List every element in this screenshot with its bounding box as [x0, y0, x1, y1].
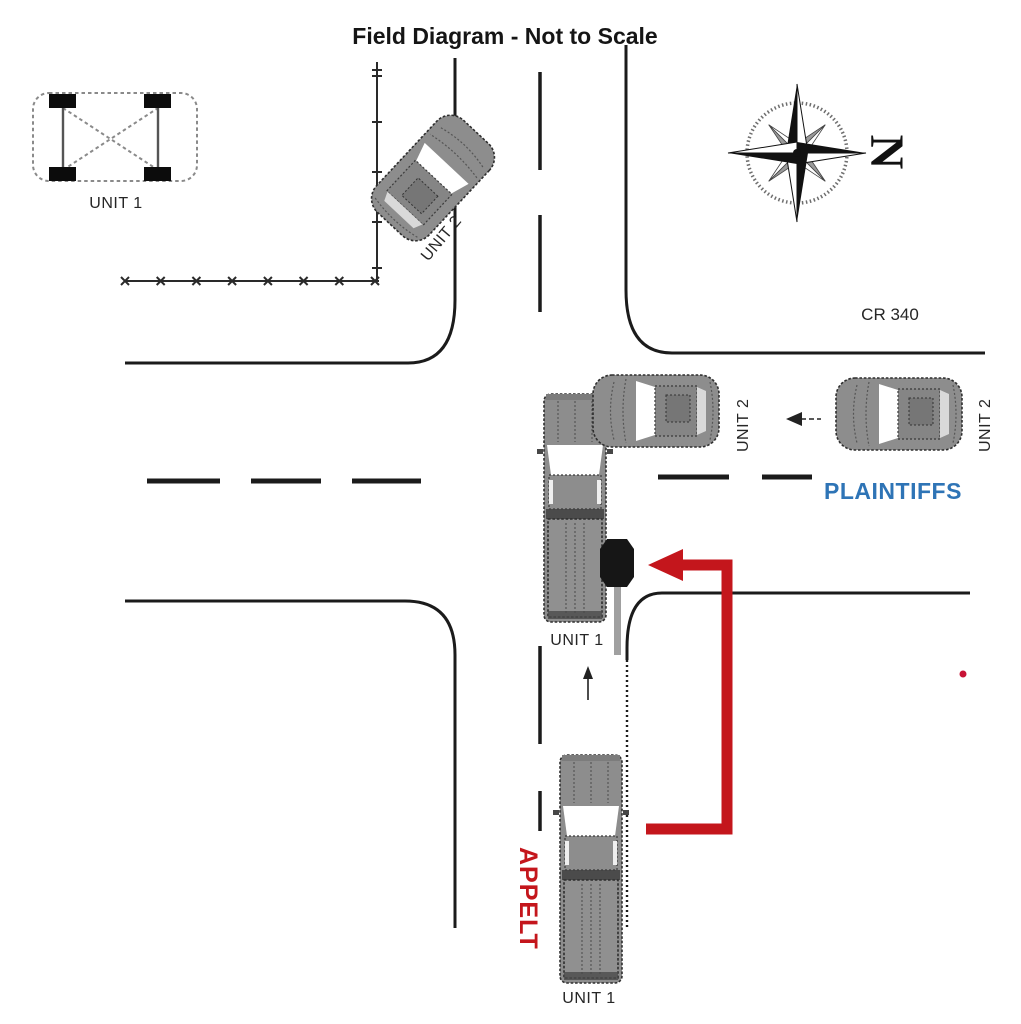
unit1-pickup-approaching	[552, 754, 630, 984]
direction-arrow-west	[786, 412, 821, 426]
road-edges	[125, 45, 985, 930]
red-route-arrowhead	[648, 549, 683, 581]
red-route-arrow	[646, 549, 733, 835]
unit2-car-approaching	[835, 377, 963, 451]
unit2-car-tilted	[362, 106, 504, 250]
road-name-label: CR 340	[861, 305, 919, 324]
unit1-wireframe-vehicle	[32, 92, 198, 182]
unit2-impact-label: UNIT 2	[735, 399, 752, 452]
unit1-wireframe-label: UNIT 1	[89, 195, 142, 212]
stop-sign-icon	[600, 539, 634, 655]
lane-centerlines	[147, 72, 812, 831]
plaintiffs-label: PLAINTIFFS	[824, 478, 962, 504]
appelt-label: APPELT	[514, 847, 542, 950]
unit2-approaching-label: UNIT 2	[977, 399, 994, 452]
red-dot-marker	[959, 670, 967, 678]
direction-arrow-north	[583, 666, 593, 700]
compass-rose-icon	[727, 83, 867, 223]
compass-north-label: N	[860, 135, 913, 170]
unit1-approaching-label: UNIT 1	[562, 990, 615, 1007]
diagram-title: Field Diagram - Not to Scale	[352, 23, 657, 49]
unit1-intersection-label: UNIT 1	[550, 632, 603, 649]
fence-line	[120, 62, 383, 286]
unit2-car-impact	[592, 374, 720, 448]
